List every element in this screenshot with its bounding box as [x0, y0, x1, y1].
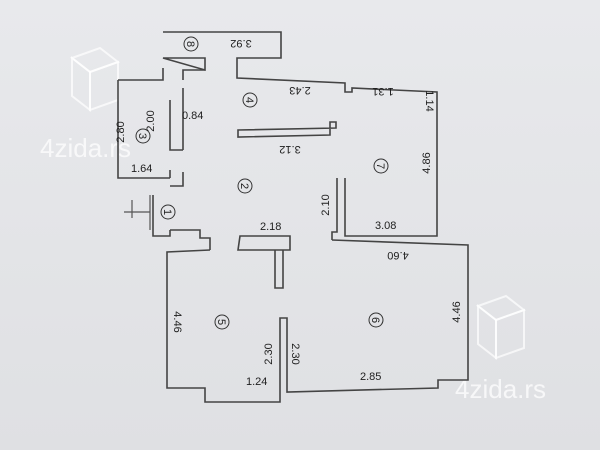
dim-3-92: 3.92 [230, 37, 251, 49]
watermark-logo-bottom [475, 294, 527, 361]
svg-text:1: 1 [161, 209, 173, 215]
dim-2-85: 2.85 [360, 371, 381, 383]
room-6-marker: 6 [368, 312, 384, 328]
dim-4-60: 4.60 [387, 249, 408, 261]
svg-text:2: 2 [238, 183, 250, 189]
room-8-marker: 8 [183, 36, 199, 52]
dim-0-84: 0.84 [182, 110, 203, 122]
dim-2-43: 2.43 [289, 84, 310, 96]
dim-2-00: 2.00 [145, 110, 157, 131]
room-4-marker: 4 [242, 92, 258, 108]
svg-text:8: 8 [184, 41, 196, 47]
svg-text:5: 5 [215, 319, 227, 325]
dim-2-30-b: 2.30 [289, 343, 301, 364]
dim-4-46-right: 4.46 [451, 301, 463, 322]
dim-1-14: 1.14 [423, 90, 435, 111]
watermark-logo-top [69, 46, 121, 113]
dim-2-80: 2.80 [115, 121, 127, 142]
walls [117, 31, 469, 403]
dim-4-86: 4.86 [421, 152, 433, 173]
watermark-text-top: 4zida.rs [40, 133, 131, 163]
room-5-marker: 5 [214, 314, 230, 330]
dim-3-08: 3.08 [375, 220, 396, 232]
dim-1-64: 1.64 [131, 163, 152, 175]
room-3-marker: 3 [135, 128, 151, 144]
room-7-marker: 7 [373, 158, 389, 174]
watermark-text-bottom: 4zida.rs [455, 374, 546, 404]
svg-text:3: 3 [136, 133, 148, 139]
svg-text:4: 4 [243, 97, 255, 103]
entrance-arrow [124, 195, 151, 230]
dim-4-46-left: 4.46 [171, 311, 183, 332]
dim-2-18: 2.18 [260, 221, 281, 233]
dim-2-30-a: 2.30 [263, 343, 275, 364]
dim-1-24: 1.24 [246, 376, 267, 388]
dim-1-31: 1.31 [372, 85, 393, 97]
svg-text:6: 6 [369, 317, 381, 323]
room-2-marker: 2 [237, 178, 253, 194]
room-1-marker: 1 [160, 204, 176, 220]
svg-text:7: 7 [374, 163, 386, 169]
dim-2-10: 2.10 [320, 194, 332, 215]
dim-3-12: 3.12 [279, 143, 300, 155]
